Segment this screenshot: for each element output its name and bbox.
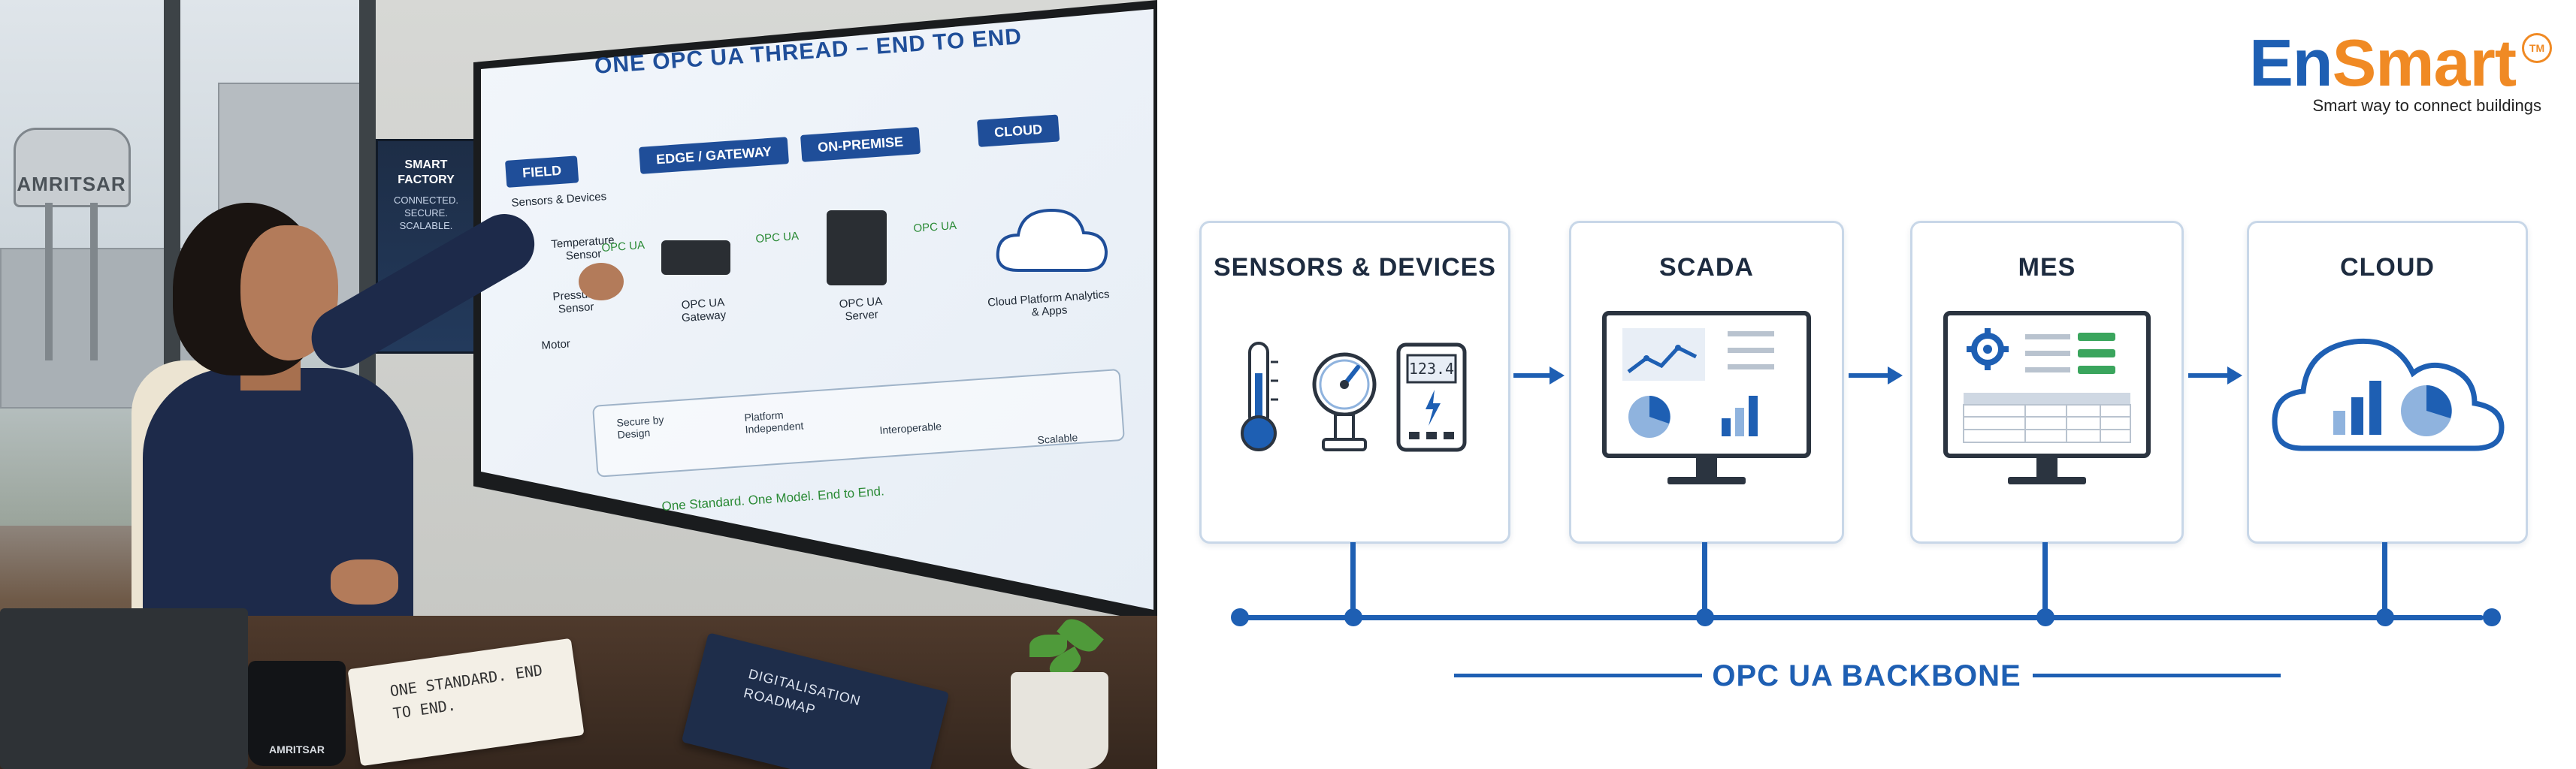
card-mes: MES (1910, 221, 2184, 544)
person-hand (331, 559, 398, 605)
bus-node (1344, 608, 1362, 626)
water-tower-leg (90, 203, 98, 360)
bus-drop (1702, 542, 1707, 617)
gateway-device (661, 240, 730, 275)
mug-text: AMRITSAR (269, 743, 325, 755)
person-hand (579, 263, 624, 300)
stage-field: FIELD (505, 155, 579, 188)
field-device-label: Motor (541, 337, 571, 352)
card-sensors-devices: SENSORS & DEVICES (1199, 221, 1510, 544)
logo-wordmark: EnSmart (2249, 29, 2546, 98)
opc-ua-diagram: EnSmart TM Smart way to connect building… (1157, 0, 2576, 769)
backbone-label-row: OPC UA BACKBONE (1157, 652, 2576, 697)
cloud-analytics-icon (2272, 338, 2505, 451)
stage-cloud: CLOUD (977, 114, 1060, 147)
screen-cloud-icon (996, 208, 1108, 272)
office-photo: AMRITSAR SMART FACTORY CONNECTED. SECURE… (0, 0, 1157, 769)
bus-drop (1350, 542, 1356, 617)
bus-drop (2042, 542, 2048, 617)
bus-node (2376, 608, 2394, 626)
water-tower-leg (45, 203, 53, 360)
thermometer-icon (1241, 342, 1278, 451)
scada-monitor-icon (1602, 311, 1811, 484)
backbone-rule-right (2033, 674, 2281, 677)
feature-label: Platform Independent (744, 409, 804, 436)
backbone-bus-line (1236, 615, 2484, 620)
card-cloud: CLOUD (2247, 221, 2528, 544)
mug (248, 661, 346, 766)
trademark-badge: TM (2522, 33, 2552, 63)
logo-tagline: Smart way to connect buildings (2312, 96, 2542, 115)
gear-icon (1967, 328, 2009, 370)
bus-node (2036, 608, 2054, 626)
mes-monitor-icon (1943, 311, 2151, 484)
water-tower (14, 128, 131, 207)
logo-smart: Smart (2332, 26, 2517, 100)
sensors-icon: 123.4 (1241, 342, 1467, 452)
laptop (0, 608, 248, 769)
bus-node (1696, 608, 1714, 626)
server-device (827, 210, 887, 285)
plant-pot (1011, 672, 1108, 769)
server-label: OPC UA Server (839, 294, 883, 324)
arrow-right-icon (1849, 366, 1903, 384)
card-title: SCADA (1659, 253, 1754, 282)
card-title: SENSORS & DEVICES (1214, 253, 1496, 282)
arrow-right-icon (1513, 366, 1565, 384)
meter-readout: 123.4 (1409, 360, 1454, 378)
feature-label: Secure by Design (616, 413, 665, 441)
poster-title: SMART FACTORY (398, 158, 455, 186)
tower-text: AMRITSAR (17, 173, 126, 195)
bus-node (2483, 608, 2501, 626)
poster-subtitle: CONNECTED. SECURE. SCALABLE. (394, 195, 458, 231)
pressure-gauge-icon (1312, 352, 1377, 451)
ensmart-logo: EnSmart TM Smart way to connect building… (2249, 29, 2552, 116)
power-meter-icon: 123.4 (1396, 342, 1467, 452)
card-scada: SCADA (1569, 221, 1844, 544)
backbone-label: OPC UA BACKBONE (1712, 659, 2021, 692)
backbone-rule-left (1454, 674, 1702, 677)
bus-node (1231, 608, 1249, 626)
arrow-right-icon (2188, 366, 2242, 384)
card-title: MES (2018, 253, 2076, 282)
bus-drop (2382, 542, 2387, 617)
logo-en: En (2249, 26, 2333, 100)
card-title: CLOUD (2340, 253, 2435, 282)
